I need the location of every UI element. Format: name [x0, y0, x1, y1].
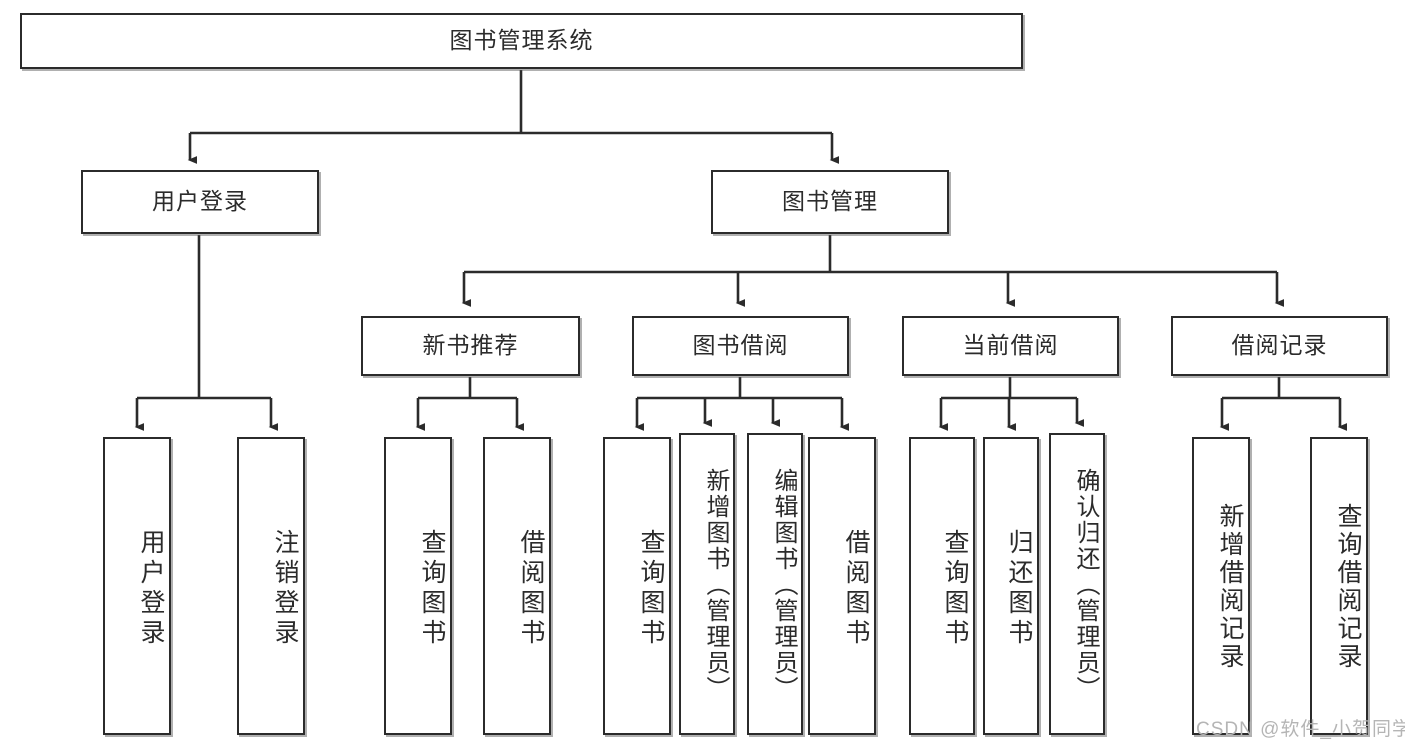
- node-leaf-query-book-current[interactable]: 查询图书: [909, 437, 975, 735]
- node-leaf-add-borrow-record[interactable]: 新增借阅记录: [1192, 437, 1250, 735]
- node-label: 新书推荐: [422, 332, 519, 359]
- node-label: 借阅图书: [517, 529, 545, 649]
- node-book-borrow[interactable]: 图书借阅: [632, 316, 849, 376]
- node-label: 图书借阅: [692, 332, 789, 359]
- node-leaf-return-book[interactable]: 归还图书: [983, 437, 1039, 735]
- node-leaf-logout-login[interactable]: 注销登录: [237, 437, 305, 735]
- node-label: 借阅图书: [842, 529, 870, 649]
- node-leaf-user-login[interactable]: 用户登录: [103, 437, 171, 735]
- node-leaf-borrow-book-recommend[interactable]: 借阅图书: [483, 437, 551, 735]
- node-label: 新增借阅记录: [1216, 503, 1244, 671]
- node-label: 用户登录: [152, 188, 248, 215]
- node-leaf-edit-book-admin[interactable]: 编辑图书（管理员）: [747, 433, 803, 735]
- node-label: 借阅记录: [1231, 332, 1328, 359]
- csdn-watermark: CSDN @软件_小贺同学: [1196, 719, 1405, 740]
- node-label: 编辑图书（管理员）: [770, 468, 797, 702]
- node-book-management[interactable]: 图书管理: [711, 170, 949, 234]
- node-label: 用户登录: [137, 529, 165, 649]
- node-leaf-add-book-admin[interactable]: 新增图书（管理员）: [679, 433, 735, 735]
- node-new-book-recommend[interactable]: 新书推荐: [361, 316, 580, 376]
- node-label: 注销登录: [271, 529, 299, 649]
- node-leaf-confirm-return-admin[interactable]: 确认归还（管理员）: [1049, 433, 1105, 735]
- node-leaf-query-book-recommend[interactable]: 查询图书: [384, 437, 452, 735]
- node-label: 当前借阅: [962, 332, 1059, 359]
- node-leaf-query-book-borrow[interactable]: 查询图书: [603, 437, 671, 735]
- node-leaf-query-borrow-record[interactable]: 查询借阅记录: [1310, 437, 1368, 735]
- node-root-book-management-system[interactable]: 图书管理系统: [20, 13, 1023, 69]
- node-label: 查询图书: [637, 529, 665, 649]
- node-current-borrow[interactable]: 当前借阅: [902, 316, 1119, 376]
- node-label: 查询借阅记录: [1334, 503, 1362, 671]
- node-label: 确认归还（管理员）: [1072, 468, 1099, 702]
- node-label: 图书管理: [782, 188, 878, 215]
- node-label: 图书管理系统: [449, 27, 594, 54]
- node-user-login[interactable]: 用户登录: [81, 170, 319, 234]
- node-leaf-borrow-book-borrow[interactable]: 借阅图书: [808, 437, 876, 735]
- node-label: 新增图书（管理员）: [702, 468, 729, 702]
- node-label: 查询图书: [941, 529, 969, 649]
- node-borrow-record[interactable]: 借阅记录: [1171, 316, 1388, 376]
- node-label: 归还图书: [1005, 529, 1033, 649]
- node-label: 查询图书: [418, 529, 446, 649]
